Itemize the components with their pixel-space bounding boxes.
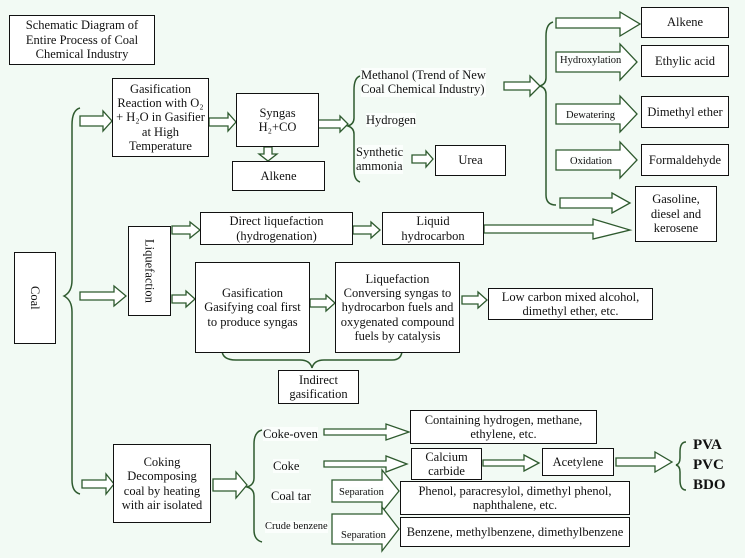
node-synthetic-ammonia: Synthetic ammonia	[356, 145, 404, 174]
node-gasoline: Gasoline, diesel and kerosene	[635, 186, 717, 242]
node-phenol-products: Phenol, paracresylol, dimethyl phenol, n…	[400, 481, 630, 515]
node-gasification-reaction: Gasification Reaction with O₂ + H₂O in G…	[112, 78, 209, 157]
node-pva: PVA	[693, 437, 722, 453]
node-coking: Coking Decomposing coal by heating with …	[113, 444, 211, 523]
coking-brace	[244, 429, 263, 543]
arrow-syngas-to-alkene	[257, 146, 279, 162]
label-separation-benzene: Separation	[341, 530, 386, 543]
coal-brace	[62, 107, 81, 495]
node-acetylene: Acetylene	[542, 448, 614, 476]
node-syngas: Syngas H₂+CO	[236, 93, 319, 147]
node-liquefaction: Liquefaction	[128, 226, 171, 316]
node-direct-liquefaction: Direct liquefaction (hydrogenation)	[200, 212, 353, 245]
arrow-to-alkene	[555, 10, 642, 38]
polymer-brace	[675, 441, 687, 491]
arrow-syngas-to-products	[317, 114, 349, 134]
node-liquefaction-conversing: Liquefaction Conversing syngas to hydroc…	[335, 262, 460, 353]
node-methanol: Methanol (Trend of New Coal Chemical Ind…	[361, 68, 486, 97]
label-dewatering: Dewatering	[566, 110, 615, 123]
node-indirect-gasification: Indirect gasification	[278, 370, 359, 404]
node-coal: Coal	[14, 252, 56, 344]
arrow-to-direct	[171, 220, 202, 240]
arrow-to-liquefaction	[79, 284, 128, 308]
node-coal-tar: Coal tar	[271, 489, 311, 504]
arrow-group	[79, 10, 674, 553]
arrow-to-low-carbon	[461, 290, 488, 310]
node-coke-oven: Coke-oven	[263, 427, 318, 442]
node-benzene-products: Benzene, methylbenzene, dimethylbenzene	[400, 517, 630, 547]
arrow-gasif-to-liq	[309, 293, 336, 313]
node-coke: Coke	[273, 459, 300, 474]
node-pvc: PVC	[693, 457, 724, 473]
arrow-to-syngas	[208, 111, 237, 133]
arrow-separation-benzene	[331, 505, 400, 553]
arrow-to-coking	[81, 472, 115, 496]
node-hydrogen: Hydrogen	[366, 113, 416, 128]
arrow-to-gasification	[79, 109, 113, 133]
arrow-coke-oven	[323, 423, 411, 441]
arrow-acetylene-to-polymers	[615, 450, 674, 474]
node-low-carbon-alcohol: Low carbon mixed alcohol, dimethyl ether…	[488, 288, 653, 320]
arrow-to-indirect	[171, 289, 196, 309]
node-ethylic-acid: Ethylic acid	[641, 45, 729, 77]
label-oxidation: Oxidation	[570, 156, 612, 169]
node-formaldehyde: Formaldehyde	[641, 144, 729, 176]
node-coke-oven-products: Containing hydrogen, methane, ethylene, …	[410, 410, 597, 444]
arrow-direct-to-liquid	[352, 220, 381, 240]
label-hydroxylation: Hydroxylation	[560, 55, 622, 68]
methanol-brace	[537, 21, 557, 206]
arrow-ammonia-to-urea	[411, 149, 434, 169]
label-separation-tar: Separation	[339, 487, 384, 500]
arrow-carbide-to-acetylene	[482, 453, 541, 473]
arrow-methanol-to-products	[503, 74, 541, 98]
arrow-liquid-to-gasoline	[483, 218, 633, 240]
arrow-coke	[323, 455, 409, 473]
arrow-to-gasoline	[559, 191, 632, 215]
arrow-coking-to-products	[212, 470, 248, 500]
syngas-brace	[345, 75, 361, 183]
node-gasification-first: Gasification Gasifying coal first to pro…	[195, 262, 310, 353]
node-crude-benzene: Crude benzene	[265, 521, 328, 534]
node-dimethyl-ether: Dimethyl ether	[641, 96, 729, 128]
node-liquid-hydrocarbon: Liquid hydrocarbon	[382, 212, 484, 245]
diagram-title: Schematic Diagram of Entire Process of C…	[9, 15, 155, 65]
node-bdo: BDO	[693, 477, 726, 493]
node-urea: Urea	[435, 145, 506, 176]
node-alkene-methanol: Alkene	[641, 7, 729, 38]
node-alkene-syngas: Alkene	[232, 161, 325, 191]
node-calcium-carbide: Calcium carbide	[411, 448, 482, 480]
indirect-brace	[221, 349, 403, 369]
